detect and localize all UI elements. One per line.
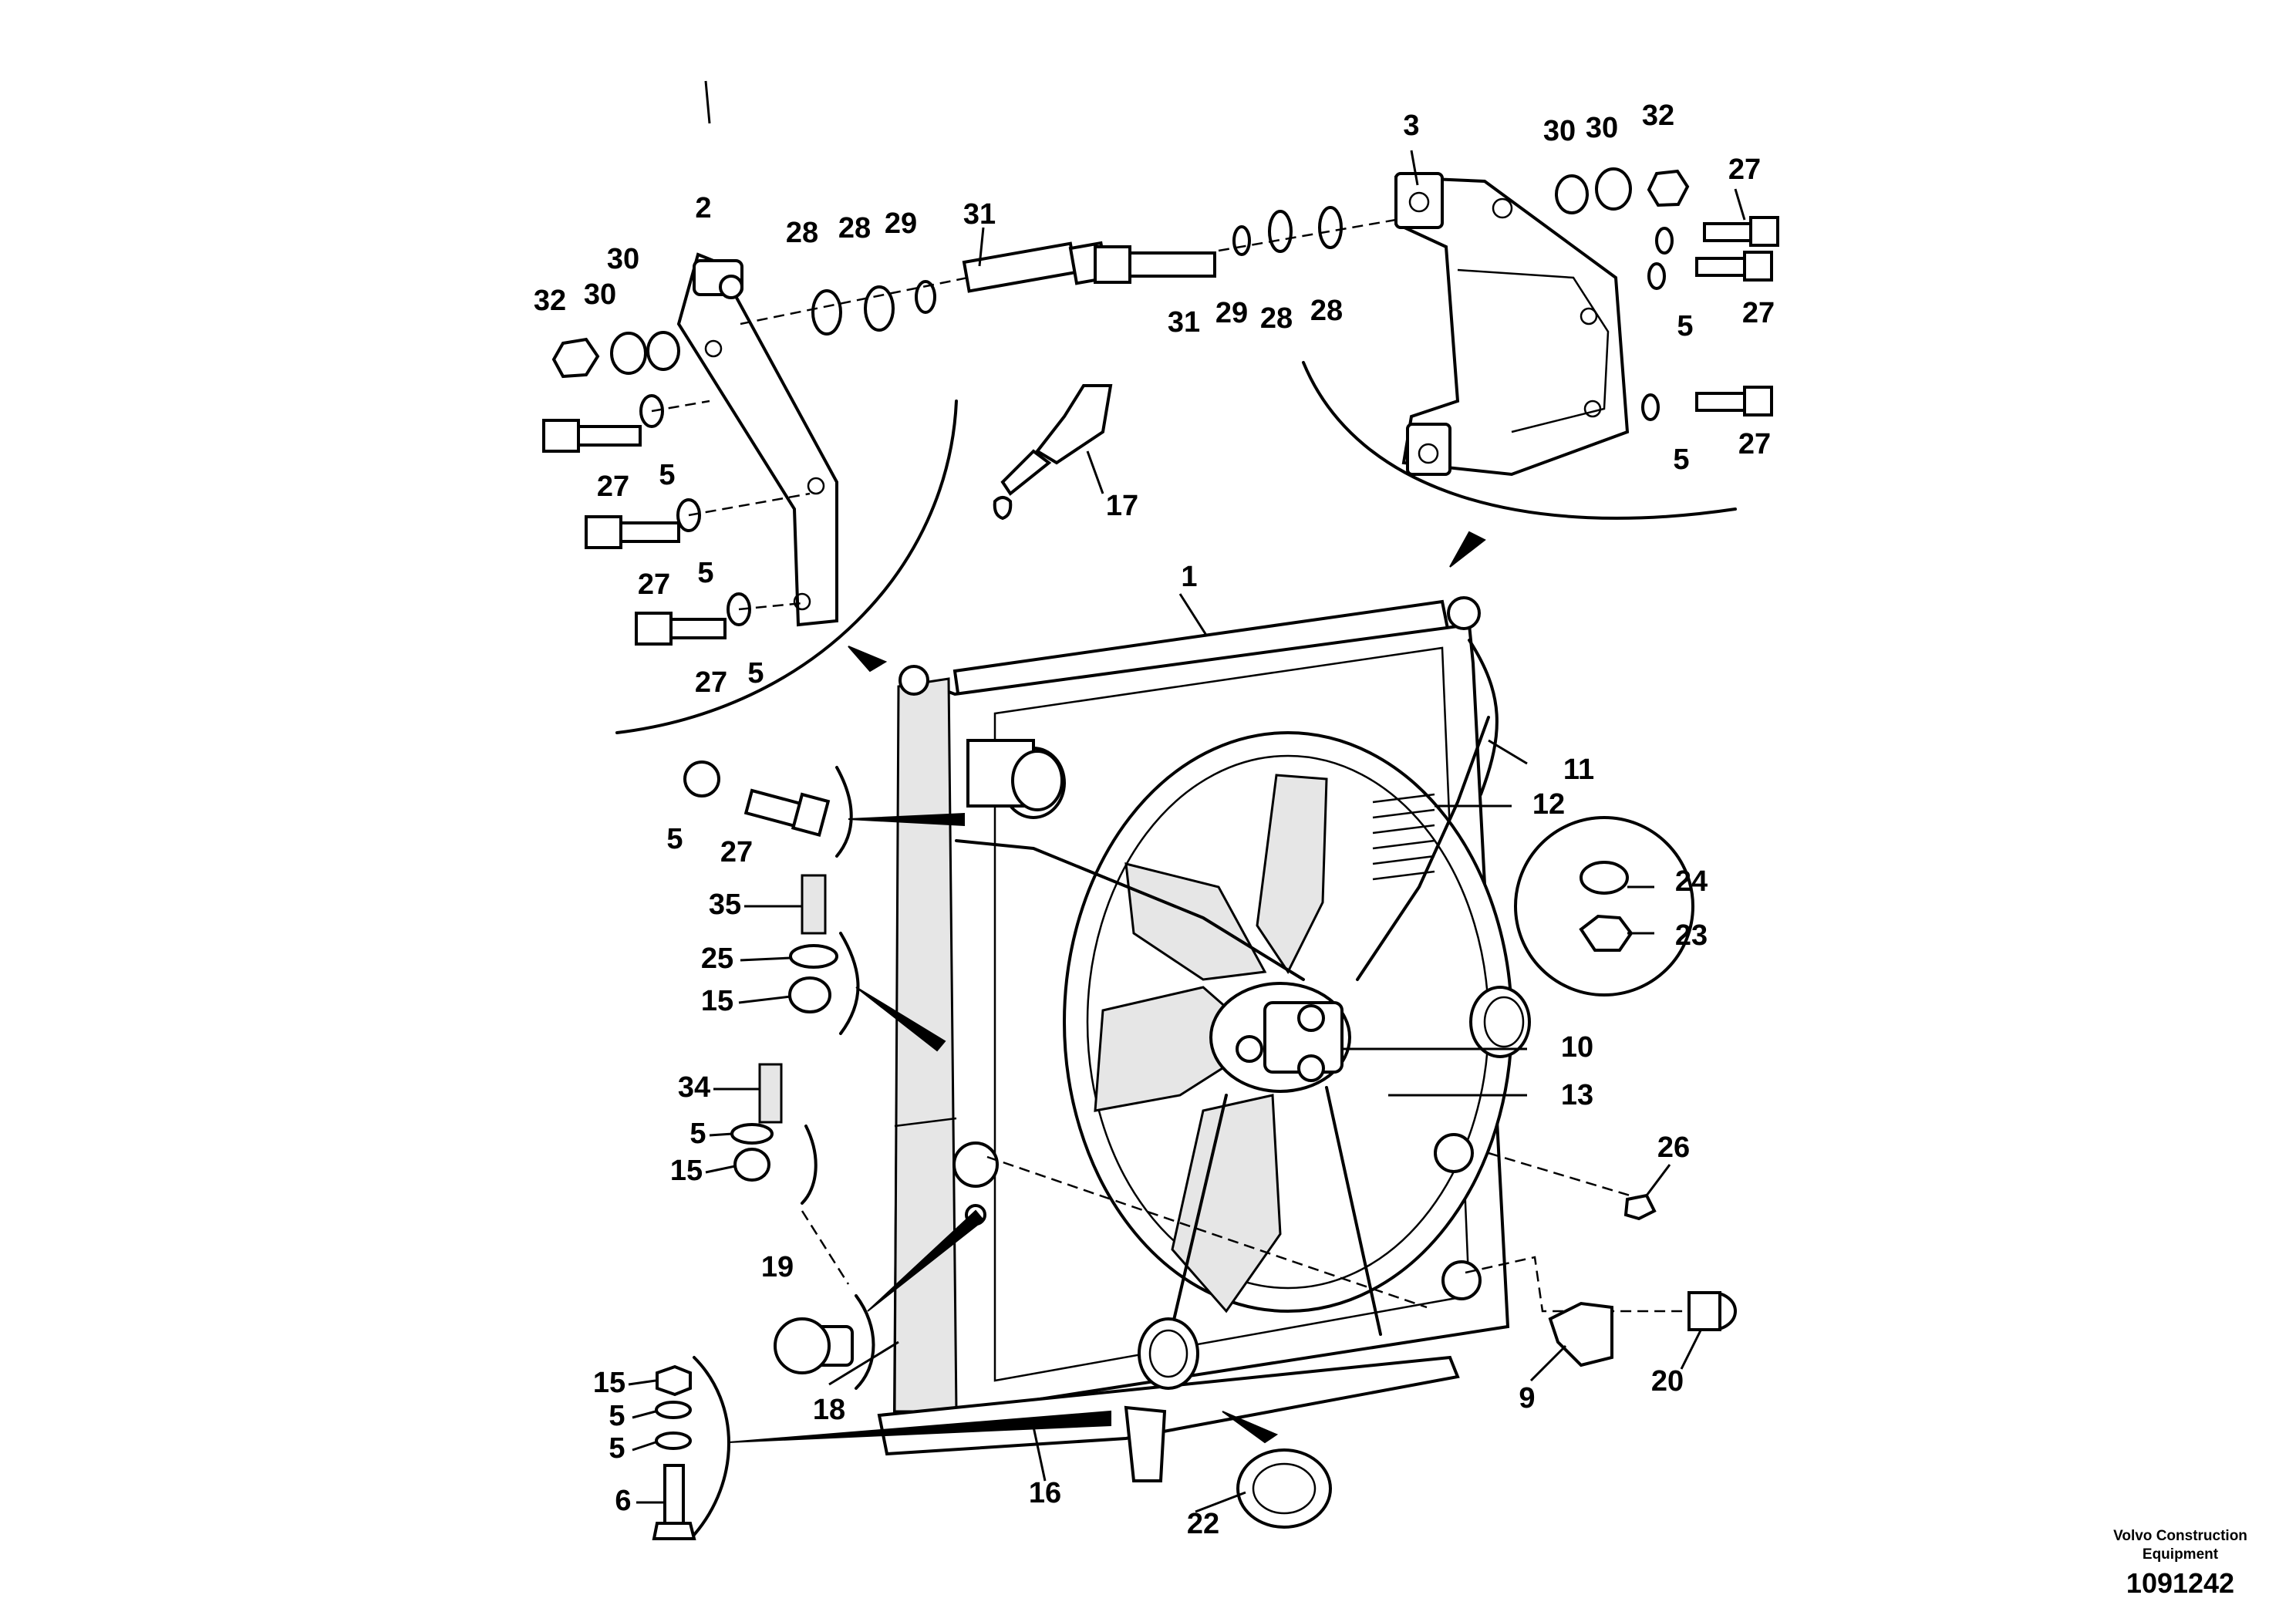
callout-3: 3 bbox=[1403, 110, 1419, 142]
callout-12: 12 bbox=[1532, 788, 1565, 821]
callout-32: 32 bbox=[1642, 99, 1674, 132]
callout-19: 19 bbox=[761, 1251, 794, 1283]
callout-35: 35 bbox=[709, 889, 741, 921]
callout-17: 17 bbox=[1106, 490, 1138, 522]
callout-2: 2 bbox=[695, 192, 711, 224]
callout-labels: 1 2 3 32 30 30 28 28 29 31 27 5 27 5 27 … bbox=[534, 99, 1775, 1540]
callout-34: 34 bbox=[678, 1071, 710, 1104]
callout-5: 5 bbox=[689, 1118, 706, 1150]
callout-20: 20 bbox=[1651, 1365, 1684, 1398]
callout-27: 27 bbox=[695, 666, 727, 699]
callout-26: 26 bbox=[1657, 1131, 1690, 1164]
callout-30: 30 bbox=[1586, 112, 1618, 144]
callout-28: 28 bbox=[1260, 302, 1293, 335]
callout-6: 6 bbox=[615, 1485, 631, 1517]
small-leaders bbox=[628, 905, 802, 1504]
callout-28: 28 bbox=[786, 217, 818, 249]
callout-27: 27 bbox=[1728, 153, 1761, 186]
callout-16: 16 bbox=[1029, 1477, 1061, 1509]
leader-lines bbox=[704, 80, 1746, 1513]
callout-5: 5 bbox=[666, 823, 683, 855]
callout-27: 27 bbox=[638, 568, 670, 601]
drawing-number: 1091242 bbox=[2126, 1567, 2235, 1599]
callout-5: 5 bbox=[1673, 443, 1689, 476]
callout-5: 5 bbox=[747, 657, 764, 690]
left-bracket-detail bbox=[542, 241, 1109, 734]
callout-29: 29 bbox=[885, 207, 917, 240]
callout-24: 24 bbox=[1675, 865, 1708, 898]
callout-5: 5 bbox=[609, 1432, 625, 1465]
callout-31: 31 bbox=[963, 198, 996, 231]
radiator-assembly bbox=[877, 596, 1693, 1482]
callout-1: 1 bbox=[1181, 561, 1197, 593]
sealant-tube bbox=[993, 384, 1113, 521]
callout-28: 28 bbox=[838, 212, 871, 244]
callout-15: 15 bbox=[701, 985, 733, 1017]
callout-15: 15 bbox=[670, 1155, 703, 1187]
callout-9: 9 bbox=[1519, 1382, 1535, 1415]
callout-30: 30 bbox=[607, 243, 639, 275]
callout-30: 30 bbox=[1543, 115, 1576, 147]
right-bracket-detail bbox=[1094, 167, 1779, 568]
side-parts bbox=[652, 760, 1737, 1540]
callout-27: 27 bbox=[720, 836, 753, 868]
callout-25: 25 bbox=[701, 943, 733, 975]
callout-22: 22 bbox=[1187, 1508, 1219, 1540]
callout-15: 15 bbox=[593, 1367, 625, 1399]
callout-29: 29 bbox=[1215, 297, 1248, 329]
callout-13: 13 bbox=[1561, 1079, 1593, 1111]
callout-18: 18 bbox=[813, 1394, 845, 1426]
callout-10: 10 bbox=[1561, 1031, 1593, 1064]
callout-5: 5 bbox=[659, 459, 675, 491]
callout-27: 27 bbox=[597, 470, 629, 503]
callout-32: 32 bbox=[534, 285, 566, 317]
callout-28: 28 bbox=[1310, 295, 1343, 327]
callout-31: 31 bbox=[1168, 306, 1200, 339]
callout-27: 27 bbox=[1738, 428, 1771, 460]
company-name: Volvo Construction Equipment bbox=[2113, 1528, 2247, 1563]
callout-27: 27 bbox=[1742, 297, 1775, 329]
callout-5: 5 bbox=[1677, 310, 1693, 342]
callout-11: 11 bbox=[1563, 754, 1594, 786]
callout-23: 23 bbox=[1675, 919, 1708, 952]
callout-30: 30 bbox=[584, 278, 616, 311]
callout-5: 5 bbox=[609, 1400, 625, 1432]
callout-5: 5 bbox=[697, 557, 713, 589]
